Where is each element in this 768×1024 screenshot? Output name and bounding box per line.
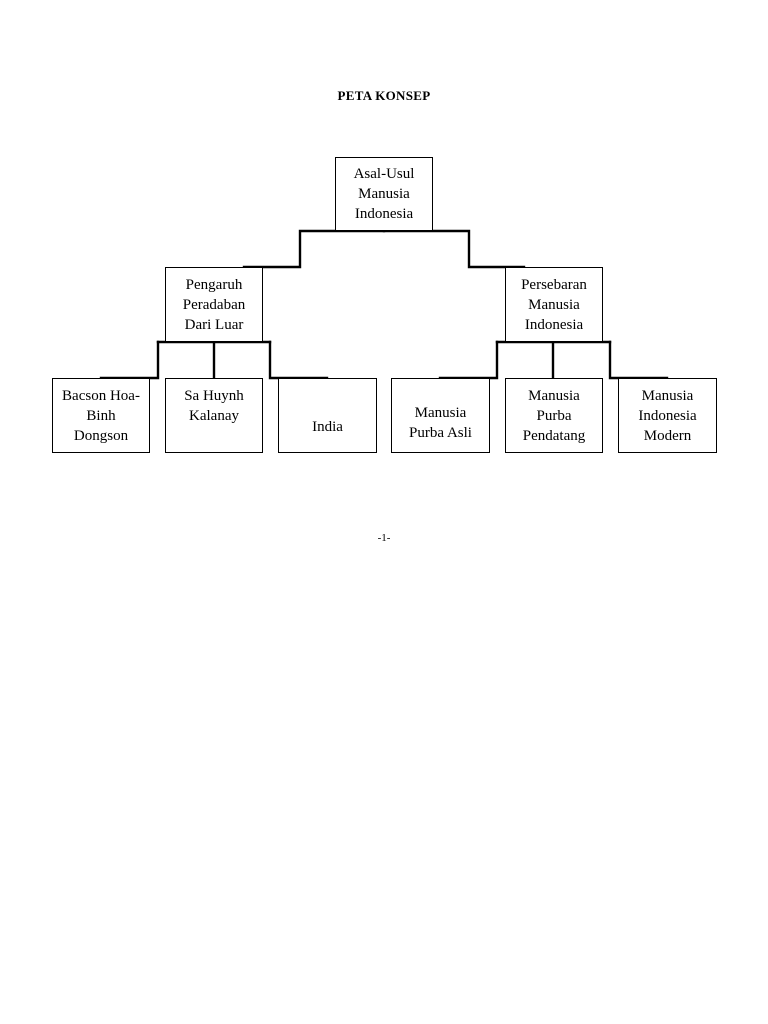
connector-left-to-child-3	[268, 340, 329, 380]
concept-node-india: India	[278, 378, 377, 453]
concept-node-label: Manusia Purba Asli	[409, 404, 472, 441]
concept-node-manusia-purba-pendatang: Manusia Purba Pendatang	[505, 378, 603, 453]
concept-node-persebaran-manusia: Persebaran Manusia Indonesia	[505, 267, 603, 342]
connector-right-to-child-1	[438, 340, 499, 380]
concept-node-manusia-indonesia-modern: Manusia Indonesia Modern	[618, 378, 717, 453]
concept-node-label: Bacson Hoa- Binh Dongson	[62, 387, 140, 444]
concept-node-label: Persebaran Manusia Indonesia	[521, 276, 587, 333]
concept-node-label: Asal-Usul Manusia Indonesia	[353, 166, 415, 222]
concept-node-label: India	[312, 418, 343, 435]
concept-node-sa-huynh: Sa Huynh Kalanay	[165, 378, 263, 453]
concept-node-label: Manusia Purba Pendatang	[522, 387, 586, 444]
concept-node-manusia-purba-asli: Manusia Purba Asli	[391, 378, 490, 453]
concept-node-label: Manusia Indonesia Modern	[638, 387, 697, 444]
concept-node-label: Pengaruh Peradaban Dari Luar	[182, 276, 246, 333]
connector-left-to-child-1	[99, 340, 160, 380]
concept-node-bacson-hoabinh: Bacson Hoa- Binh Dongson	[52, 378, 150, 453]
concept-node-pengaruh-peradaban: Pengaruh Peradaban Dari Luar	[165, 267, 263, 342]
page-title: PETA KONSEP	[337, 88, 431, 103]
connector-root-to-right	[382, 229, 526, 269]
connector-right-to-child-3	[608, 340, 669, 380]
concept-node-label: Sa Huynh Kalanay	[184, 387, 244, 424]
page-number: -1-	[377, 532, 391, 544]
concept-node-root: Asal-Usul Manusia Indonesia	[335, 157, 433, 231]
connector-root-to-left	[242, 229, 386, 269]
